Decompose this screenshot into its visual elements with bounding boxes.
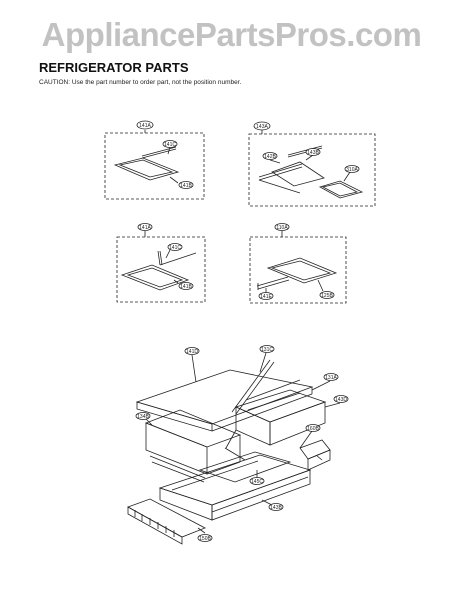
callout-label: 131A bbox=[325, 375, 337, 381]
callout-label: 110A bbox=[276, 225, 288, 231]
callout-label: 141E bbox=[260, 294, 272, 300]
callout-label: 141A bbox=[139, 123, 151, 129]
callout-label: 143D bbox=[335, 397, 347, 403]
callout-label: 142B bbox=[264, 154, 276, 160]
callout-label: 125B bbox=[321, 293, 333, 299]
callout-label: 160B bbox=[307, 426, 319, 432]
callout-label: 131C bbox=[261, 347, 273, 353]
callout-label: 141B bbox=[180, 284, 192, 290]
shelf-group-4 bbox=[249, 231, 347, 304]
callout-label: 150B bbox=[199, 536, 211, 542]
callouts-assembly bbox=[135, 345, 349, 542]
callout-label: 141B bbox=[180, 183, 192, 189]
callout-label: 141D bbox=[186, 349, 198, 355]
callouts-group-2 bbox=[253, 121, 360, 173]
shelf-group-1 bbox=[104, 130, 205, 200]
shelf-group-3 bbox=[116, 231, 206, 303]
callout-label: 143A bbox=[256, 124, 268, 130]
callout-label: 134B bbox=[137, 414, 149, 420]
drawer-assembly bbox=[127, 352, 341, 545]
callout-label: 141C bbox=[164, 142, 176, 148]
callout-label: 143B bbox=[307, 150, 319, 156]
callouts-group-1 bbox=[136, 120, 194, 189]
callout-label: 141C bbox=[169, 245, 181, 251]
callouts-group-4 bbox=[258, 223, 335, 300]
caution-note: CAUTION: Use the part number to order pa… bbox=[39, 79, 242, 86]
callouts-group-3 bbox=[137, 223, 194, 290]
watermark-text: AppliancePartsPros.com bbox=[41, 16, 422, 53]
callout-label: 145C bbox=[251, 479, 263, 485]
callout-label: 141A bbox=[139, 225, 151, 231]
page-title: REFRIGERATOR PARTS bbox=[39, 60, 189, 75]
callout-label: 143B bbox=[270, 505, 282, 511]
callout-label: 310A bbox=[346, 167, 358, 173]
